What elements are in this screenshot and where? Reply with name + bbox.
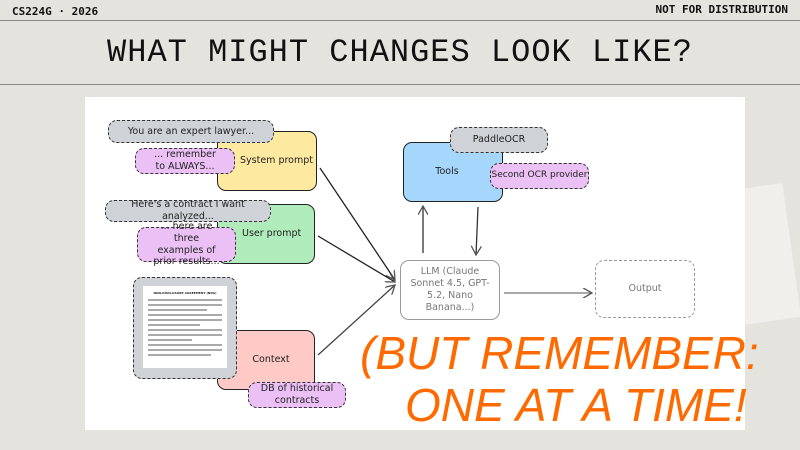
- slide-title: WHAT MIGHT CHANGES LOOK LIKE?: [107, 34, 693, 71]
- output-box: Output: [595, 260, 695, 318]
- nda-document-title: NON-DISCLOSURE AGREEMENT (NDA): [153, 291, 217, 295]
- arrow-tools-to-llm: [476, 206, 478, 255]
- divider: [0, 20, 800, 21]
- nda-document-card: NON-DISCLOSURE AGREEMENT (NDA): [133, 277, 237, 379]
- user-prompt-variant-a: Here's a contract I want analyzed...: [105, 199, 271, 222]
- divider: [0, 84, 800, 85]
- overlay-line-2: ONE AT A TIME!: [405, 379, 747, 431]
- llm-box: LLM (Claude Sonnet 4.5, GPT-5.2, Nano Ba…: [400, 260, 500, 320]
- user-prompt-label: User prompt: [242, 228, 302, 240]
- distribution-notice: NOT FOR DISTRIBUTION: [655, 3, 788, 16]
- system-prompt-variant-a: You are an expert lawyer...: [108, 120, 274, 143]
- course-label: CS224G · 2026: [12, 5, 99, 18]
- user-prompt-variant-b: ... here are three examples of prior res…: [137, 221, 236, 267]
- tools-variant-a: PaddleOCR: [450, 127, 548, 153]
- arrow-system-to-llm: [319, 167, 395, 280]
- arrow-user-to-llm: [317, 235, 395, 282]
- context-label: Context: [252, 354, 290, 366]
- tools-label: Tools: [435, 166, 459, 178]
- overlay-line-1: (BUT REMEMBER:: [360, 327, 759, 379]
- tools-variant-b: Second OCR provider: [490, 163, 589, 189]
- system-prompt-label: System prompt: [240, 155, 313, 167]
- arrow-context-to-llm: [317, 285, 395, 356]
- system-prompt-variant-b: ... remember to ALWAYS...: [135, 148, 235, 174]
- nda-document-image: NON-DISCLOSURE AGREEMENT (NDA): [143, 286, 227, 368]
- context-variant-b: DB of historical contracts: [248, 382, 346, 408]
